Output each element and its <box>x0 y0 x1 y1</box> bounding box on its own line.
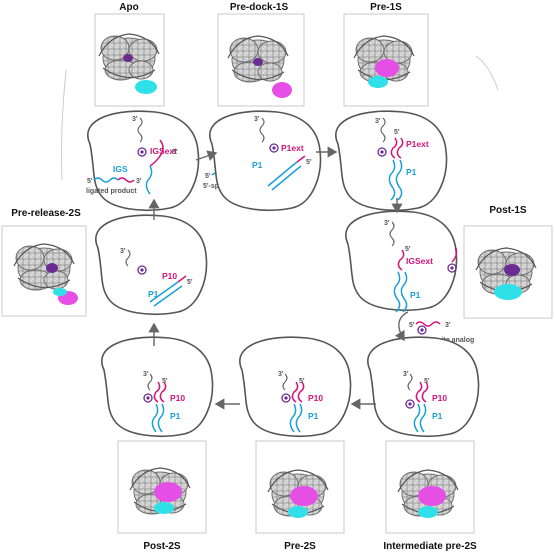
purple-site-shape <box>46 263 58 273</box>
label-5prime: 5' <box>405 246 411 253</box>
label-p1: P1 <box>406 167 417 177</box>
label-igsext: IGSext <box>406 256 433 266</box>
panel-post-2s <box>117 440 207 534</box>
state-label-pre-2s: Pre-2S <box>284 541 316 552</box>
label-5prime: 5' <box>172 149 178 156</box>
label-5prime: 5' <box>87 178 93 185</box>
cyan-domain-shape <box>288 506 308 518</box>
state-label-post-1s: Post-1S <box>489 205 527 216</box>
purple-site-shape <box>253 58 263 66</box>
panel-pre-1s <box>343 13 429 107</box>
panel-pre-release-2s <box>1 225 87 317</box>
magenta-domain-shape <box>154 482 182 502</box>
label-p10: P10 <box>170 393 185 403</box>
label-ligated-product: ligated product <box>86 188 137 195</box>
panel-pre-dock-1s <box>217 13 305 107</box>
scheme-pre-dock-1s <box>209 110 322 212</box>
panel-intermediate-pre-2s <box>385 440 475 534</box>
magenta-domain-shape <box>375 59 399 77</box>
label-3prime: 3' <box>143 371 149 378</box>
label-p1: P1 <box>410 290 421 300</box>
faint-loop-line <box>61 69 67 181</box>
label-p1ext: P1ext <box>281 143 304 153</box>
label-5prime: 5' <box>187 279 193 286</box>
purple-site-shape <box>504 264 520 276</box>
label-3prime: 3' <box>254 116 260 123</box>
cyan-domain-shape <box>154 502 174 514</box>
label-3prime: 3' <box>278 371 284 378</box>
label-p1ext: P1ext <box>406 139 429 149</box>
scheme-apo <box>87 110 200 212</box>
cyan-domain-shape <box>494 284 522 300</box>
label-5prime: 5' <box>205 173 211 180</box>
label-p1: P1 <box>252 160 263 170</box>
label-igsext: IGSext <box>150 146 177 156</box>
scheme-intermediate-pre-2s <box>367 336 480 438</box>
state-label-intermediate-pre-2s: Intermediate pre-2S <box>383 541 477 552</box>
label-p1: P1 <box>170 411 181 421</box>
label-p10: P10 <box>432 393 447 403</box>
purple-site-shape <box>123 54 133 62</box>
ligated-product-strand <box>93 177 135 183</box>
label-5prime: 5' <box>162 378 168 385</box>
faint-loop-line <box>475 55 499 91</box>
cyan-domain-shape <box>368 76 388 88</box>
label-p1: P1 <box>308 411 319 421</box>
magenta-domain-shape <box>272 82 292 98</box>
scheme-post-1s <box>345 210 458 313</box>
label-p1: P1 <box>432 411 443 421</box>
three-splice-analog-strand <box>415 321 441 335</box>
cyan-domain-shape <box>53 288 67 296</box>
arrow-post1s-to-intermediate <box>394 311 409 342</box>
label-p10: P10 <box>308 393 323 403</box>
state-label-post-2s: Post-2S <box>143 541 181 552</box>
cyan-domain-shape <box>418 506 438 518</box>
label-igs: IGS <box>113 164 128 174</box>
state-label-pre-release-2s: Pre-release-2S <box>11 208 81 219</box>
label-5prime: 5' <box>306 159 312 166</box>
magenta-domain-shape <box>418 486 446 506</box>
arrow-apo-to-predock <box>195 150 218 162</box>
panel-pre-2s <box>255 440 345 534</box>
label-3prime: 3' <box>403 371 409 378</box>
state-label-pre-1s: Pre-1S <box>370 2 402 13</box>
label-3prime: 3' <box>120 248 126 255</box>
label-3prime: 3' <box>445 322 451 329</box>
label-3prime: 3' <box>136 178 142 185</box>
scheme-pre-1s <box>335 110 448 212</box>
label-3prime: 3' <box>375 118 381 125</box>
label-3prime: 3' <box>132 116 138 123</box>
cyan-domain-shape <box>135 80 157 94</box>
state-label-apo: Apo <box>119 2 138 13</box>
scheme-post-2s <box>101 336 214 438</box>
label-p10: P10 <box>162 271 177 281</box>
label-3prime: 3' <box>384 220 390 227</box>
panel-post-1s <box>463 225 553 319</box>
label-5prime: 5' <box>299 378 305 385</box>
scheme-pre-release-2s <box>95 214 208 316</box>
state-label-pre-dock-1s: Pre-dock-1S <box>230 2 289 13</box>
label-5prime: 5' <box>394 129 400 136</box>
flow-arrows <box>148 146 409 410</box>
scheme-pre-2s <box>239 336 352 438</box>
label-5prime: 5' <box>409 322 415 329</box>
magenta-domain-shape <box>290 486 318 506</box>
label-5prime: 5' <box>424 378 430 385</box>
panel-apo <box>94 13 165 107</box>
label-p1: P1 <box>148 289 159 299</box>
